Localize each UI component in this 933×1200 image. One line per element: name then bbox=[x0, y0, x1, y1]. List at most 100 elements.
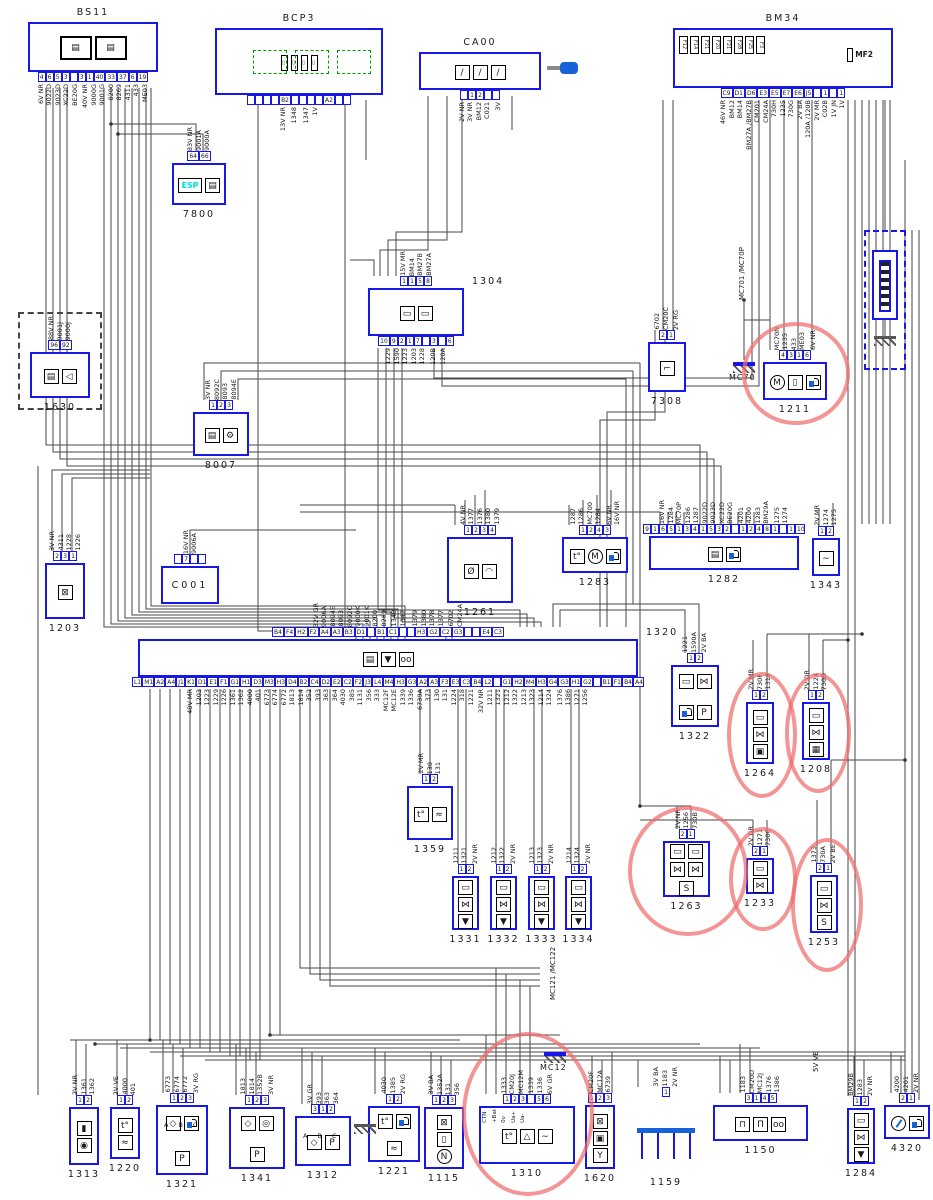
component-1115: ⊠▯N bbox=[424, 1107, 464, 1169]
injector-icon: ▼ bbox=[458, 913, 473, 929]
pin: 9 bbox=[389, 336, 398, 346]
pin bbox=[271, 95, 280, 105]
pin bbox=[291, 95, 299, 105]
wire-label: 352 bbox=[305, 689, 314, 702]
pin: H1 bbox=[240, 677, 252, 687]
component-1322: ▭⋈P bbox=[671, 665, 719, 727]
pin bbox=[779, 524, 787, 534]
pin: 4 bbox=[760, 1093, 769, 1103]
fuse-icon: F12 bbox=[679, 36, 688, 54]
pin: J5 bbox=[803, 88, 814, 98]
ign-switch-icon: / bbox=[454, 64, 470, 80]
wire-label: 1590 bbox=[392, 348, 401, 365]
component-1312: A B C◇P bbox=[295, 1116, 351, 1166]
fuse-icon: F25 bbox=[745, 36, 754, 54]
icon-row: ESP▤ bbox=[174, 165, 224, 205]
component-label: BS11 bbox=[76, 7, 110, 18]
pin: B4 bbox=[622, 677, 634, 687]
component-1203: ⊠ bbox=[45, 563, 85, 619]
wire-label: CM20C bbox=[661, 307, 670, 330]
pin: 2 bbox=[178, 1093, 186, 1103]
component-label: 1343 bbox=[809, 580, 843, 591]
pin: C2 bbox=[341, 677, 353, 687]
pin: 2 bbox=[430, 774, 438, 784]
component-label: 1283 bbox=[578, 577, 612, 588]
wire-label: 6702 bbox=[653, 313, 662, 330]
pin: 96 bbox=[48, 340, 60, 350]
wire-label: 9023D bbox=[709, 502, 718, 524]
pin: G3 bbox=[405, 677, 418, 687]
wire-label: 363 bbox=[322, 689, 331, 702]
wire-label: 120A bbox=[439, 348, 448, 365]
wire-label: 4201 bbox=[901, 1076, 910, 1093]
pin: 2 bbox=[695, 653, 703, 663]
pin: 2 bbox=[53, 551, 61, 561]
pin: 1 bbox=[386, 1094, 394, 1104]
pin: 2 bbox=[465, 864, 474, 874]
pin: 1 bbox=[69, 551, 77, 561]
component-label: 1159 bbox=[649, 1177, 683, 1188]
pin: 1 bbox=[468, 90, 476, 100]
component-label: 1313 bbox=[67, 1169, 101, 1180]
pin: C4 bbox=[308, 677, 320, 687]
pin: 10 bbox=[795, 524, 805, 534]
wire-label: 433 bbox=[132, 84, 141, 97]
component-1313: ▮◉ bbox=[69, 1107, 99, 1165]
P-icon: P bbox=[696, 704, 712, 720]
pin: 1 bbox=[405, 336, 414, 346]
component-label: 1620 bbox=[583, 1173, 617, 1184]
relay-group bbox=[253, 50, 371, 74]
pin: 2 bbox=[541, 864, 550, 874]
free-label: 5V VE bbox=[812, 1051, 820, 1072]
motor-icon: M bbox=[587, 548, 603, 564]
wire-label: 1V bbox=[838, 100, 847, 109]
pin: 3 bbox=[715, 524, 723, 534]
wire-label: BM29A bbox=[762, 501, 771, 524]
wire-label: 1286 bbox=[577, 508, 585, 525]
coil-icon: ▭ bbox=[496, 879, 511, 895]
component-1321: A B C◇P bbox=[156, 1105, 208, 1175]
wire-label: 2V BA bbox=[700, 633, 709, 653]
pin: M3 bbox=[262, 677, 275, 687]
pin: 5 bbox=[667, 524, 675, 534]
pin: E3 bbox=[449, 677, 461, 687]
pin: 3 bbox=[429, 336, 438, 346]
relay-icon: ▭ bbox=[399, 305, 415, 321]
pin bbox=[464, 627, 473, 637]
pin: H2 bbox=[512, 677, 524, 687]
pin: 1 bbox=[533, 864, 542, 874]
pin: 1 bbox=[319, 1104, 327, 1114]
ignition-key-icon bbox=[547, 62, 578, 74]
icon-row: ◇P bbox=[158, 1107, 206, 1175]
wire-label: CM201 bbox=[753, 100, 762, 123]
wire-label: 1385 bbox=[388, 1077, 397, 1094]
pin: 9 bbox=[643, 524, 651, 534]
component-label: 1304 bbox=[472, 276, 505, 287]
wire-label: 1284 bbox=[594, 508, 602, 525]
pin: 2 bbox=[747, 524, 755, 534]
pin: 2 bbox=[327, 1104, 335, 1114]
pin: 3 bbox=[604, 1093, 612, 1103]
pin: E7 bbox=[780, 88, 793, 98]
pin: 1 bbox=[651, 524, 659, 534]
pin: 1 bbox=[209, 400, 217, 410]
wire-label: 318 bbox=[458, 689, 467, 702]
crank-icon: ◉ bbox=[76, 1138, 92, 1153]
pin: 10 bbox=[378, 336, 390, 346]
gauge-icon: ◠ bbox=[481, 563, 497, 579]
switch-bar-icon: ⊓ bbox=[735, 1116, 750, 1132]
relay-outline bbox=[253, 50, 287, 74]
pin: 1 bbox=[495, 864, 504, 874]
pin: 1 bbox=[907, 1093, 915, 1103]
pin: D3 bbox=[251, 677, 263, 687]
fuel-icon bbox=[908, 1115, 924, 1131]
component-7800: ESP▤ bbox=[172, 163, 226, 205]
